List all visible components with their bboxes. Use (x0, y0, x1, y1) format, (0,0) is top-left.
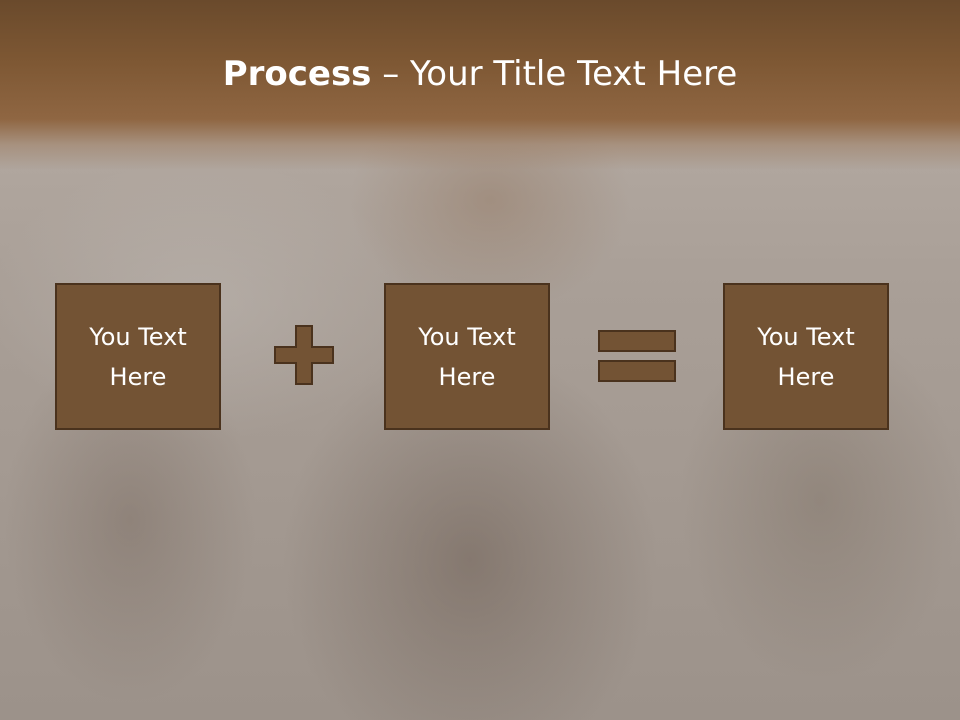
title-rest: – Your Title Text Here (371, 54, 738, 94)
plus-icon (274, 325, 334, 385)
equals-icon (598, 330, 676, 382)
process-box-2-label: You Text Here (418, 322, 516, 391)
slide-title[interactable]: Process – Your Title Text Here (0, 52, 960, 96)
title-banner (0, 0, 960, 170)
process-box-2[interactable]: You Text Here (384, 283, 550, 430)
process-box-1[interactable]: You Text Here (55, 283, 221, 430)
process-box-3-label: You Text Here (757, 322, 855, 391)
title-bold: Process (222, 54, 372, 94)
process-box-3[interactable]: You Text Here (723, 283, 889, 430)
process-box-1-label: You Text Here (89, 322, 187, 391)
